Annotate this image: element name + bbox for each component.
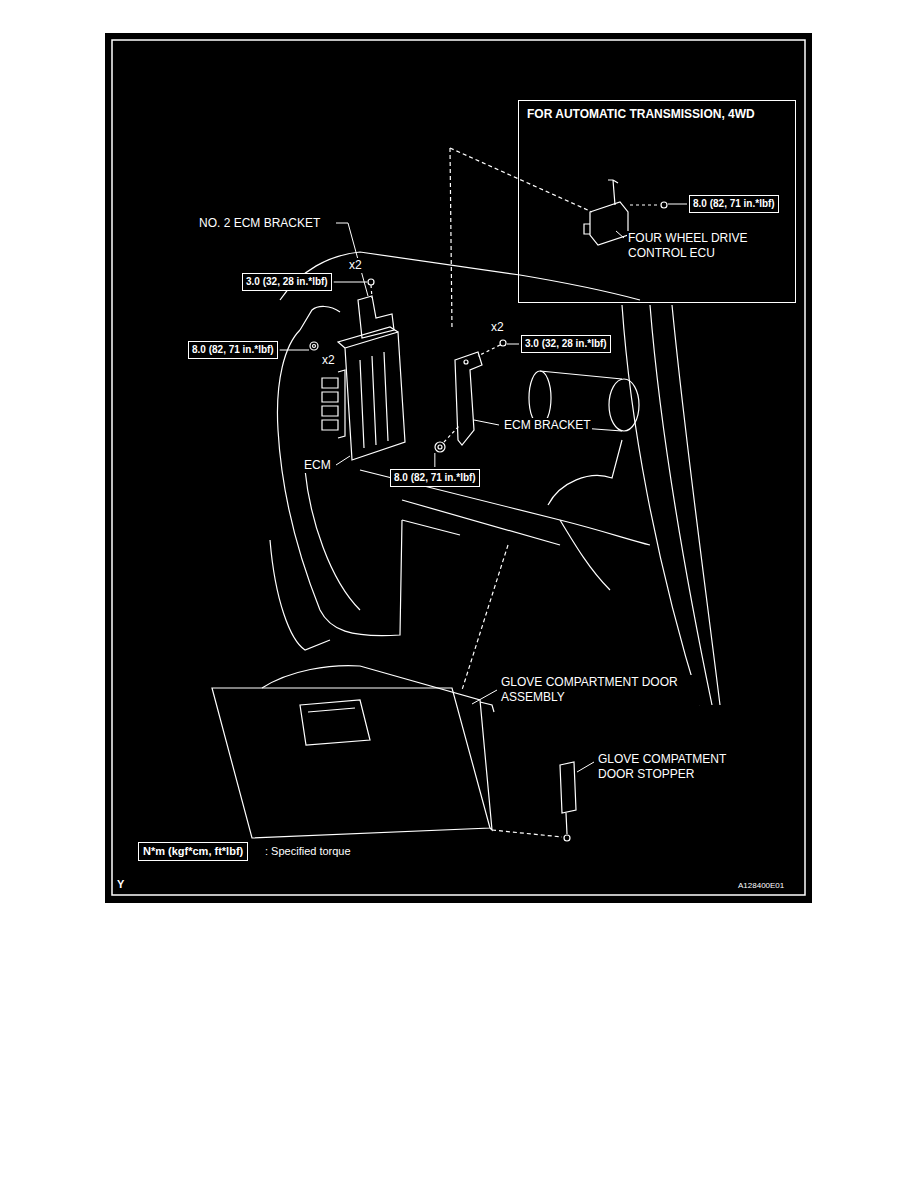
- nut: [310, 342, 318, 350]
- glove-door-face: [212, 688, 490, 838]
- location-line: [492, 830, 562, 837]
- torque-value: 8.0 (82, 71 in.*lbf): [693, 198, 775, 210]
- location-line: [462, 545, 508, 690]
- legend-torque-box: N*m (kgf*cm, ft*lbf): [138, 842, 248, 861]
- part-name: ECM: [303, 458, 332, 473]
- leader-line: [577, 762, 594, 772]
- steering-column: [529, 371, 551, 425]
- ecm-fins: [360, 352, 388, 448]
- part-name: NO. 2 ECM BRACKET: [198, 216, 321, 231]
- dash-panel: [270, 540, 330, 650]
- install-line: [478, 345, 500, 356]
- a-pillar: [650, 305, 712, 705]
- location-line: [450, 148, 452, 330]
- ecu-connector: [584, 224, 590, 234]
- leader-line: [507, 344, 519, 345]
- install-line: [371, 285, 372, 298]
- a-pillar: [622, 305, 700, 705]
- nut: [313, 345, 316, 348]
- leader-line: [616, 231, 624, 238]
- ecm-body: [338, 327, 398, 348]
- ecm-connector: [322, 370, 345, 438]
- glove-opening: [402, 500, 560, 545]
- leader-line: [280, 350, 309, 351]
- quantity: x2: [321, 353, 336, 368]
- frame-border: [112, 40, 805, 895]
- torque-leaders: [280, 204, 687, 467]
- install-line: [444, 425, 460, 442]
- door-stopper: [560, 762, 576, 834]
- location-line: [450, 148, 592, 212]
- part-name: FOUR WHEEL DRIVE CONTROL ECU: [627, 231, 759, 261]
- dash-lower-edge: [360, 470, 650, 545]
- inset-heading: FOR AUTOMATIC TRANSMISSION, 4WD: [527, 107, 787, 121]
- a-pillar: [672, 305, 720, 705]
- dash-edge: [300, 306, 340, 330]
- page-mark: Y: [116, 878, 125, 892]
- install-line: [630, 204, 660, 205]
- quantity: x2: [348, 258, 363, 273]
- part-name: GLOVE COMPARTMENT DOOR ASSEMBLY: [500, 675, 702, 705]
- figure-code: A128400E01: [737, 881, 785, 891]
- torque-value: 8.0 (82, 71 in.*lbf): [192, 344, 274, 356]
- ecm-parts: [310, 279, 506, 460]
- leader-line: [668, 204, 687, 205]
- torque-box: 8.0 (82, 71 in.*lbf): [689, 195, 779, 213]
- nut: [438, 445, 442, 449]
- dash-top: [280, 252, 640, 300]
- torque-box: 3.0 (32, 28 in.*lbf): [242, 273, 332, 291]
- variant-inset: FOR AUTOMATIC TRANSMISSION, 4WD 8.0 (82, …: [518, 100, 796, 303]
- ecm-body: [345, 332, 405, 460]
- ecm-bracket: [455, 352, 482, 445]
- torque-unit: N*m (kgf*cm, ft*lbf): [143, 845, 243, 858]
- ecu-body: [590, 202, 628, 245]
- leader-line: [474, 420, 499, 425]
- dash-lower-edge: [560, 520, 610, 590]
- glove-door-hinge: [480, 702, 494, 712]
- screw: [368, 279, 374, 285]
- screw: [661, 202, 667, 208]
- torque-value: 3.0 (32, 28 in.*lbf): [246, 276, 328, 288]
- ecu-bracket: [608, 180, 618, 205]
- dashboard: [270, 252, 720, 705]
- dash-panel: [277, 330, 402, 636]
- leader-line: [334, 282, 367, 283]
- bracket-hole: [464, 360, 468, 364]
- part-name: ECM BRACKET: [503, 418, 592, 433]
- torque-value: 8.0 (82, 71 in.*lbf): [394, 472, 476, 484]
- torque-box: 8.0 (82, 71 in.*lbf): [188, 341, 278, 359]
- nut: [435, 442, 445, 452]
- glove-door-back: [262, 666, 492, 830]
- door-stopper: [564, 835, 570, 841]
- torque-value: 3.0 (32, 28 in.*lbf): [525, 338, 607, 350]
- quantity: x2: [490, 320, 505, 335]
- leader-line: [472, 690, 497, 704]
- leader-line: [434, 453, 435, 467]
- page-frame: [105, 33, 812, 903]
- glove-door-handle: [300, 700, 370, 745]
- no2-ecm-bracket: [358, 296, 394, 338]
- location-lines: [450, 148, 592, 837]
- torque-box: 3.0 (32, 28 in.*lbf): [521, 335, 611, 353]
- leader-line: [336, 456, 350, 465]
- part-name: GLOVE COMPATMENT DOOR STOPPER: [597, 752, 749, 782]
- glove-opening: [402, 520, 460, 535]
- leader-line: [336, 223, 368, 296]
- dash-panel: [305, 470, 360, 610]
- torque-box: 8.0 (82, 71 in.*lbf): [390, 469, 480, 487]
- legend-text: : Specified torque: [264, 845, 352, 859]
- screw: [500, 340, 506, 346]
- steering-column: [548, 440, 622, 505]
